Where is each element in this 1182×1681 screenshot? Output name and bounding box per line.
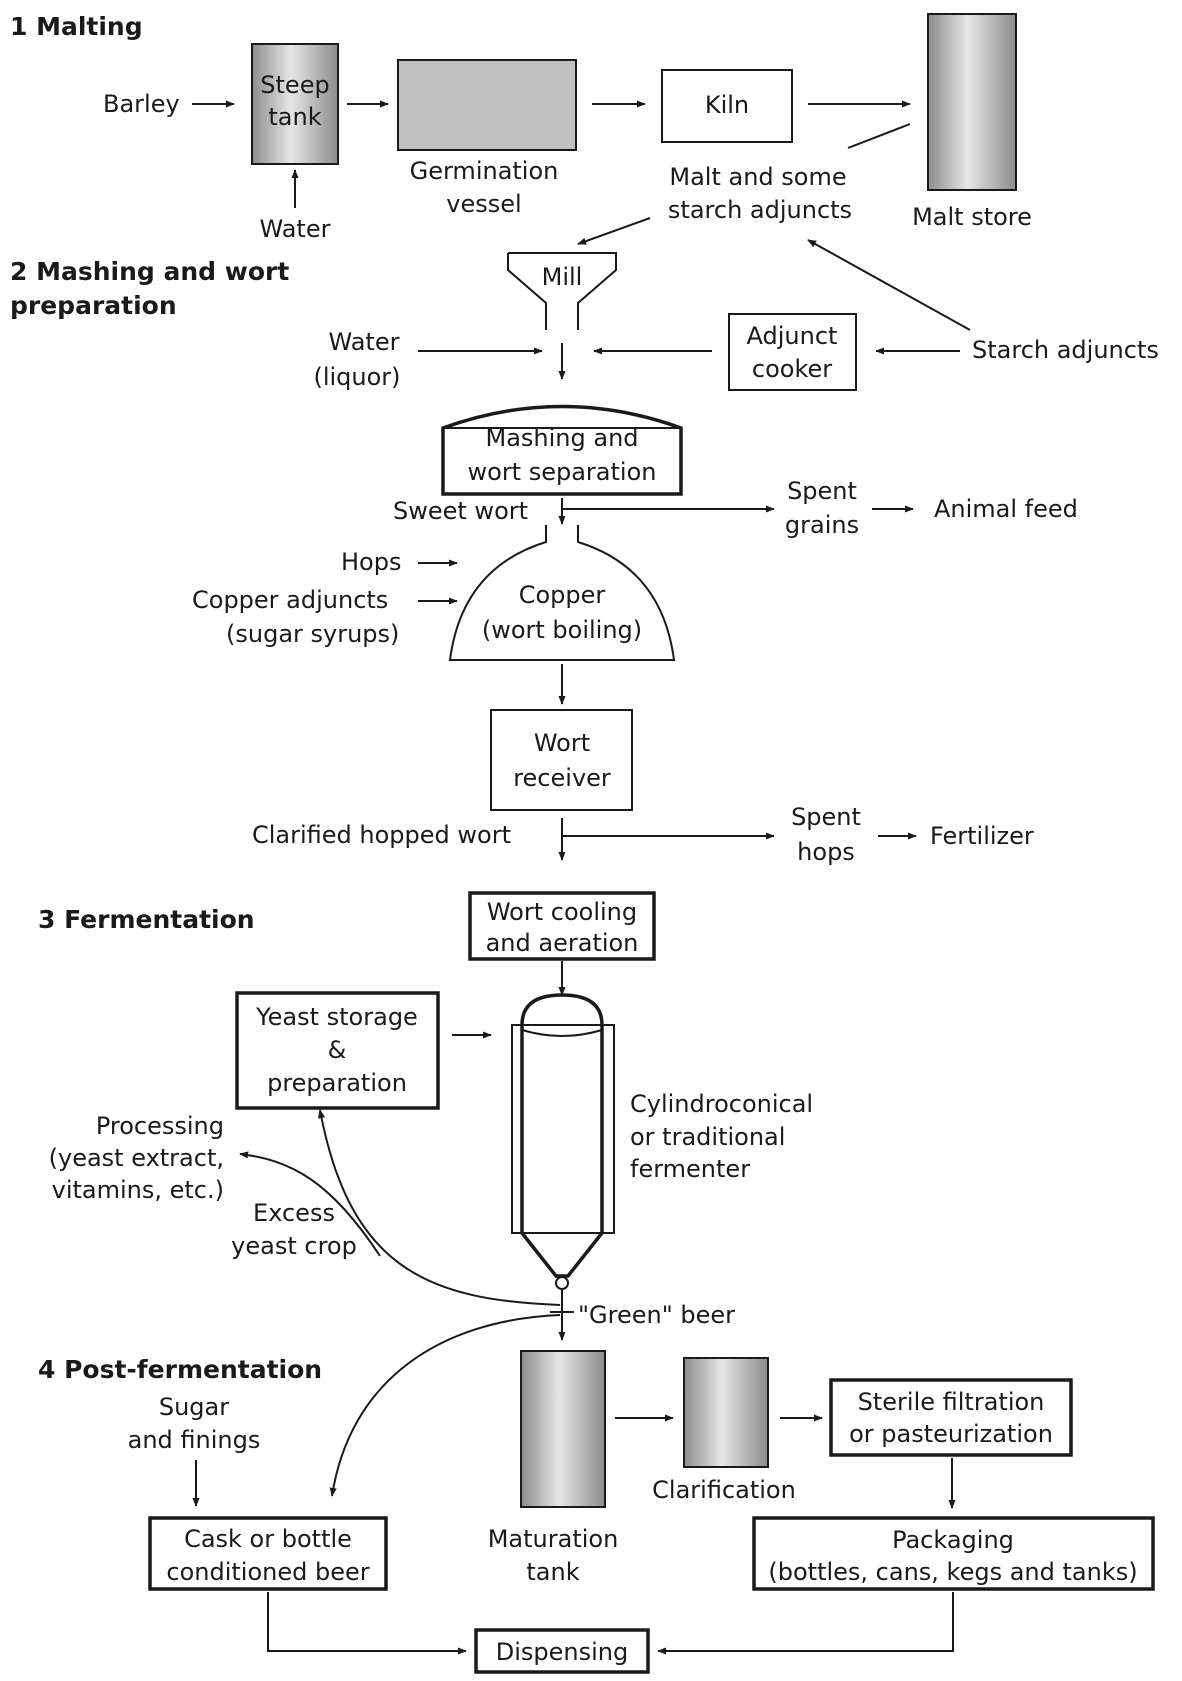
adjunct-cooker-label-2: cooker (752, 355, 832, 383)
malt-adjuncts-label-2: starch adjuncts (668, 196, 852, 224)
section-fermentation: 3 Fermentation (38, 905, 255, 934)
wort-cooling-label-1: Wort cooling (487, 898, 637, 926)
mill-label: Mill (542, 263, 583, 291)
mill-hopper (507, 252, 617, 330)
packaging-label-1: Packaging (892, 1526, 1014, 1554)
sterile-label-2: or pasteurization (849, 1420, 1053, 1448)
spent-hops-label-2: hops (797, 838, 855, 866)
germination-label-2: vessel (446, 190, 521, 218)
excess-yeast-label-1: Excess (253, 1199, 335, 1227)
animal-feed-label: Animal feed (934, 495, 1078, 523)
sterile-filtration-box (829, 1378, 1073, 1457)
packaging-box (752, 1516, 1155, 1591)
arrow-green-to-yeast-storage (317, 1109, 561, 1306)
malt-store-label: Malt store (912, 203, 1032, 231)
green-beer-label: "Green" beer (578, 1301, 735, 1329)
sterile-label-1: Sterile filtration (858, 1388, 1045, 1416)
fermenter-vessel (511, 993, 615, 1290)
dispensing-box (474, 1628, 650, 1674)
section-malting: 1 Malting (10, 12, 143, 41)
hops-label: Hops (341, 548, 401, 576)
copper-adjuncts-label-1: Copper adjuncts (192, 586, 388, 614)
maturation-label-1: Maturation (488, 1525, 619, 1553)
fermenter-label-1: Cylindroconical (630, 1090, 813, 1118)
wort-receiver-label-2: receiver (513, 764, 611, 792)
spent-hops-label-1: Spent (791, 803, 861, 831)
mash-tun-label-2: wort separation (468, 458, 657, 486)
wort-receiver-label-1: Wort (534, 729, 590, 757)
steep-tank-label-1: Steep (260, 71, 329, 99)
wort-cooling-label-2: and aeration (486, 929, 639, 957)
barley-label: Barley (103, 90, 180, 118)
processing-label-1: Processing (96, 1112, 224, 1140)
cask-label-1: Cask or bottle (184, 1525, 352, 1553)
water-liquor-label-1: Water (329, 328, 400, 356)
maturation-label-2: tank (526, 1558, 579, 1586)
cask-label-2: conditioned beer (166, 1558, 369, 1586)
excess-yeast-label-2: yeast crop (231, 1232, 357, 1260)
fertilizer-label: Fertilizer (930, 822, 1034, 850)
steep-tank-label-2: tank (268, 103, 321, 131)
fermenter-label-3: fermenter (630, 1155, 750, 1183)
arrow-cask-to-dispensing (267, 1592, 467, 1655)
arrow-green-to-cask (329, 1314, 561, 1497)
adjunct-cooker-box (728, 313, 857, 391)
water-steep-label: Water (260, 215, 331, 243)
section-mashing-line2: preparation (10, 291, 177, 320)
maturation-tank (520, 1350, 606, 1508)
arrow-packaging-to-dispensing (657, 1592, 954, 1655)
section-post-fermentation: 4 Post-fermentation (38, 1355, 322, 1384)
mash-tun-label-1: Mashing and (485, 424, 638, 452)
wort-receiver-box (490, 709, 633, 811)
wort-cooling-box (468, 891, 656, 961)
fermenter-label-2: or traditional (630, 1123, 785, 1151)
section-mashing-line1: 2 Mashing and wort (10, 257, 289, 286)
cask-box (148, 1516, 388, 1591)
processing-label-2: (yeast extract, (49, 1144, 224, 1172)
adjunct-cooker-label-1: Adjunct (747, 322, 838, 350)
clarified-wort-label: Clarified hopped wort (252, 821, 511, 849)
line-store-to-malt-adjuncts (847, 123, 911, 149)
starch-adjuncts-label: Starch adjuncts (972, 336, 1159, 364)
spent-grains-label-2: grains (785, 511, 859, 539)
kiln-label: Kiln (705, 91, 749, 119)
processing-label-3: vitamins, etc.) (52, 1176, 224, 1204)
clarification-tank (683, 1357, 769, 1468)
spent-grains-label-1: Spent (787, 477, 857, 505)
malt-store (927, 13, 1017, 191)
arrow-malt-to-mill (577, 217, 651, 245)
kiln-box (661, 69, 793, 143)
steep-tank (251, 43, 339, 165)
malt-adjuncts-label-1: Malt and some (669, 163, 846, 191)
yeast-storage-box (235, 991, 440, 1110)
packaging-label-2: (bottles, cans, kegs and tanks) (768, 1558, 1137, 1586)
yeast-storage-label-1: Yeast storage (255, 1003, 418, 1031)
copper-label-2: (wort boiling) (482, 616, 642, 644)
arrow-starch-to-malt-adjuncts (807, 239, 971, 331)
arrow-excess-to-processing (239, 1151, 381, 1257)
copper-adjuncts-label-2: (sugar syrups) (226, 620, 399, 648)
yeast-storage-label-2: & (328, 1036, 347, 1064)
copper-vessel (448, 525, 676, 661)
sweet-wort-label: Sweet wort (393, 497, 528, 525)
sugar-finings-label-1: Sugar (159, 1393, 229, 1421)
clarification-label: Clarification (652, 1476, 796, 1504)
sugar-finings-label-2: and finings (128, 1426, 261, 1454)
yeast-storage-label-3: preparation (267, 1069, 407, 1097)
dispensing-label: Dispensing (496, 1638, 628, 1666)
germination-vessel (397, 59, 577, 151)
copper-label-1: Copper (519, 581, 606, 609)
germination-label-1: Germination (410, 157, 559, 185)
water-liquor-label-2: (liquor) (313, 363, 400, 391)
